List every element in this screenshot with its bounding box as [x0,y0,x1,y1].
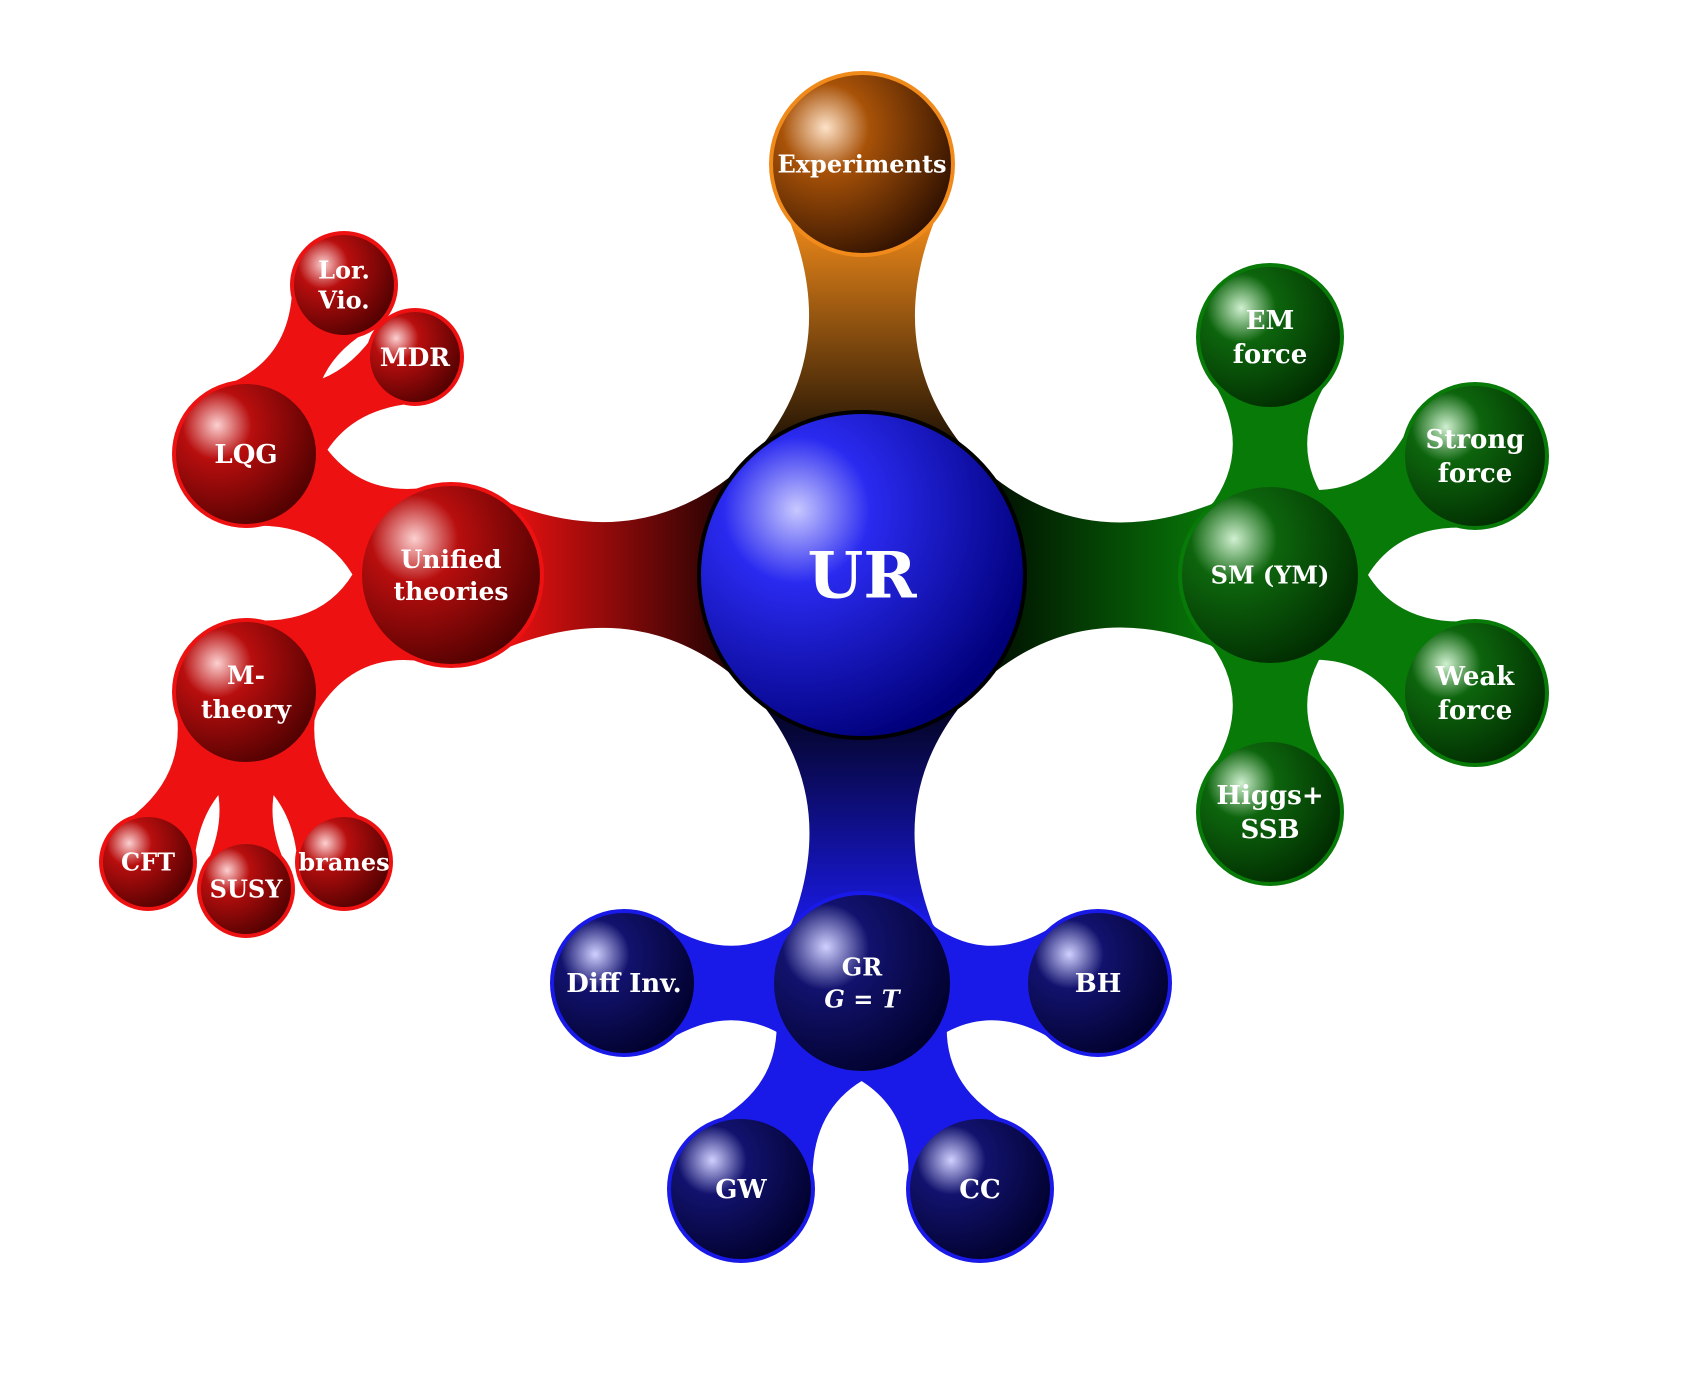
node-ur: UR [697,410,1027,740]
node-diffinv-circle [550,909,698,1057]
node-experiments-circle [769,71,955,257]
node-mtheory-label-2: theory [201,695,292,724]
node-diffinv: Diff Inv. [550,909,698,1057]
node-susy-label-1: SUSY [210,874,284,903]
node-higgs-label-1: Higgs+ [1216,781,1323,811]
node-weak: Weak force [1401,619,1549,767]
node-cc: CC [906,1115,1054,1263]
node-gr-circle [770,891,954,1075]
node-lqg-label-1: LQG [214,440,277,470]
node-weak-circle [1401,619,1549,767]
node-bh: BH [1024,909,1172,1057]
node-gw: GW [667,1115,815,1263]
node-bh-circle [1024,909,1172,1057]
node-strong-label-2: force [1438,459,1513,489]
node-gr: GR G = T [770,891,954,1075]
node-em-label-2: force [1233,340,1308,370]
node-experiments: Experiments [769,71,955,257]
connector-gr-diffinv [665,909,810,1057]
node-gw-circle [667,1115,815,1263]
node-em: EM force [1196,263,1344,411]
connector-sm-em [1196,378,1344,523]
node-unified-circle [358,482,544,668]
node-cft-label-1: CFT [121,847,175,876]
node-branes: branes [295,813,393,911]
connector-ur-gr [729,669,995,931]
node-mdr-circle [366,308,464,406]
node-mtheory: M-theory [172,618,320,766]
node-unified-label-2: theories [394,577,509,606]
node-cc-circle [906,1115,1054,1263]
node-em-label-1: EM [1246,306,1295,336]
connector-sm-higgs [1196,627,1344,771]
node-mtheory-label-1: M- [227,661,265,690]
connector-ur-experiments [729,216,995,481]
node-higgs-label-2: SSB [1241,815,1300,845]
node-cft: CFT [99,813,197,911]
node-em-circle [1196,263,1344,411]
node-gr-label-1: GR [842,952,883,981]
node-higgs: Higgs+ SSB [1196,738,1344,886]
connector-ur-sm [956,442,1218,708]
node-lorvio-circle [290,231,398,339]
node-weak-label-2: force [1438,696,1513,726]
node-gr-label-2: G = T [824,984,901,1013]
node-sm-circle [1178,483,1362,667]
node-lorvio-label-1: Lor. [318,255,370,284]
node-branes-circle [295,813,393,911]
node-strong-label-1: Strong [1426,425,1525,455]
node-ur-label-1: UR [808,538,918,613]
node-unified: Unified theories [358,482,544,668]
node-lorvio-label-2: Vio. [317,285,369,314]
node-bh-label-1: BH [1075,969,1122,999]
connector-ur-unified [503,442,768,708]
node-branes-label-1: branes [298,847,389,876]
node-sm-label-1: SM (YM) [1211,560,1330,589]
node-lqg-circle [172,380,320,528]
node-lqg: LQG [172,380,320,528]
node-susy-circle [197,840,295,938]
node-lorvio: Lor.Vio. [290,231,398,339]
connector-gr-bh [914,909,1057,1057]
node-strong-circle [1401,382,1549,530]
node-ur-circle [697,410,1027,740]
node-susy: SUSY [197,840,295,938]
node-cft-circle [99,813,197,911]
node-mdr: MDR [366,308,464,406]
node-sm: SM (YM) [1178,483,1362,667]
node-cc-label-1: CC [959,1175,1000,1205]
node-unified-label-1: Unified [400,545,501,574]
node-higgs-circle [1196,738,1344,886]
node-strong: Strong force [1401,382,1549,530]
node-mdr-label-1: MDR [380,343,450,372]
node-mtheory-circle [172,618,320,766]
node-weak-label-1: Weak [1435,662,1515,692]
node-gw-label-1: GW [715,1175,767,1205]
node-diffinv-label-1: Diff Inv. [566,969,681,999]
node-experiments-label-1: Experiments [777,149,946,178]
